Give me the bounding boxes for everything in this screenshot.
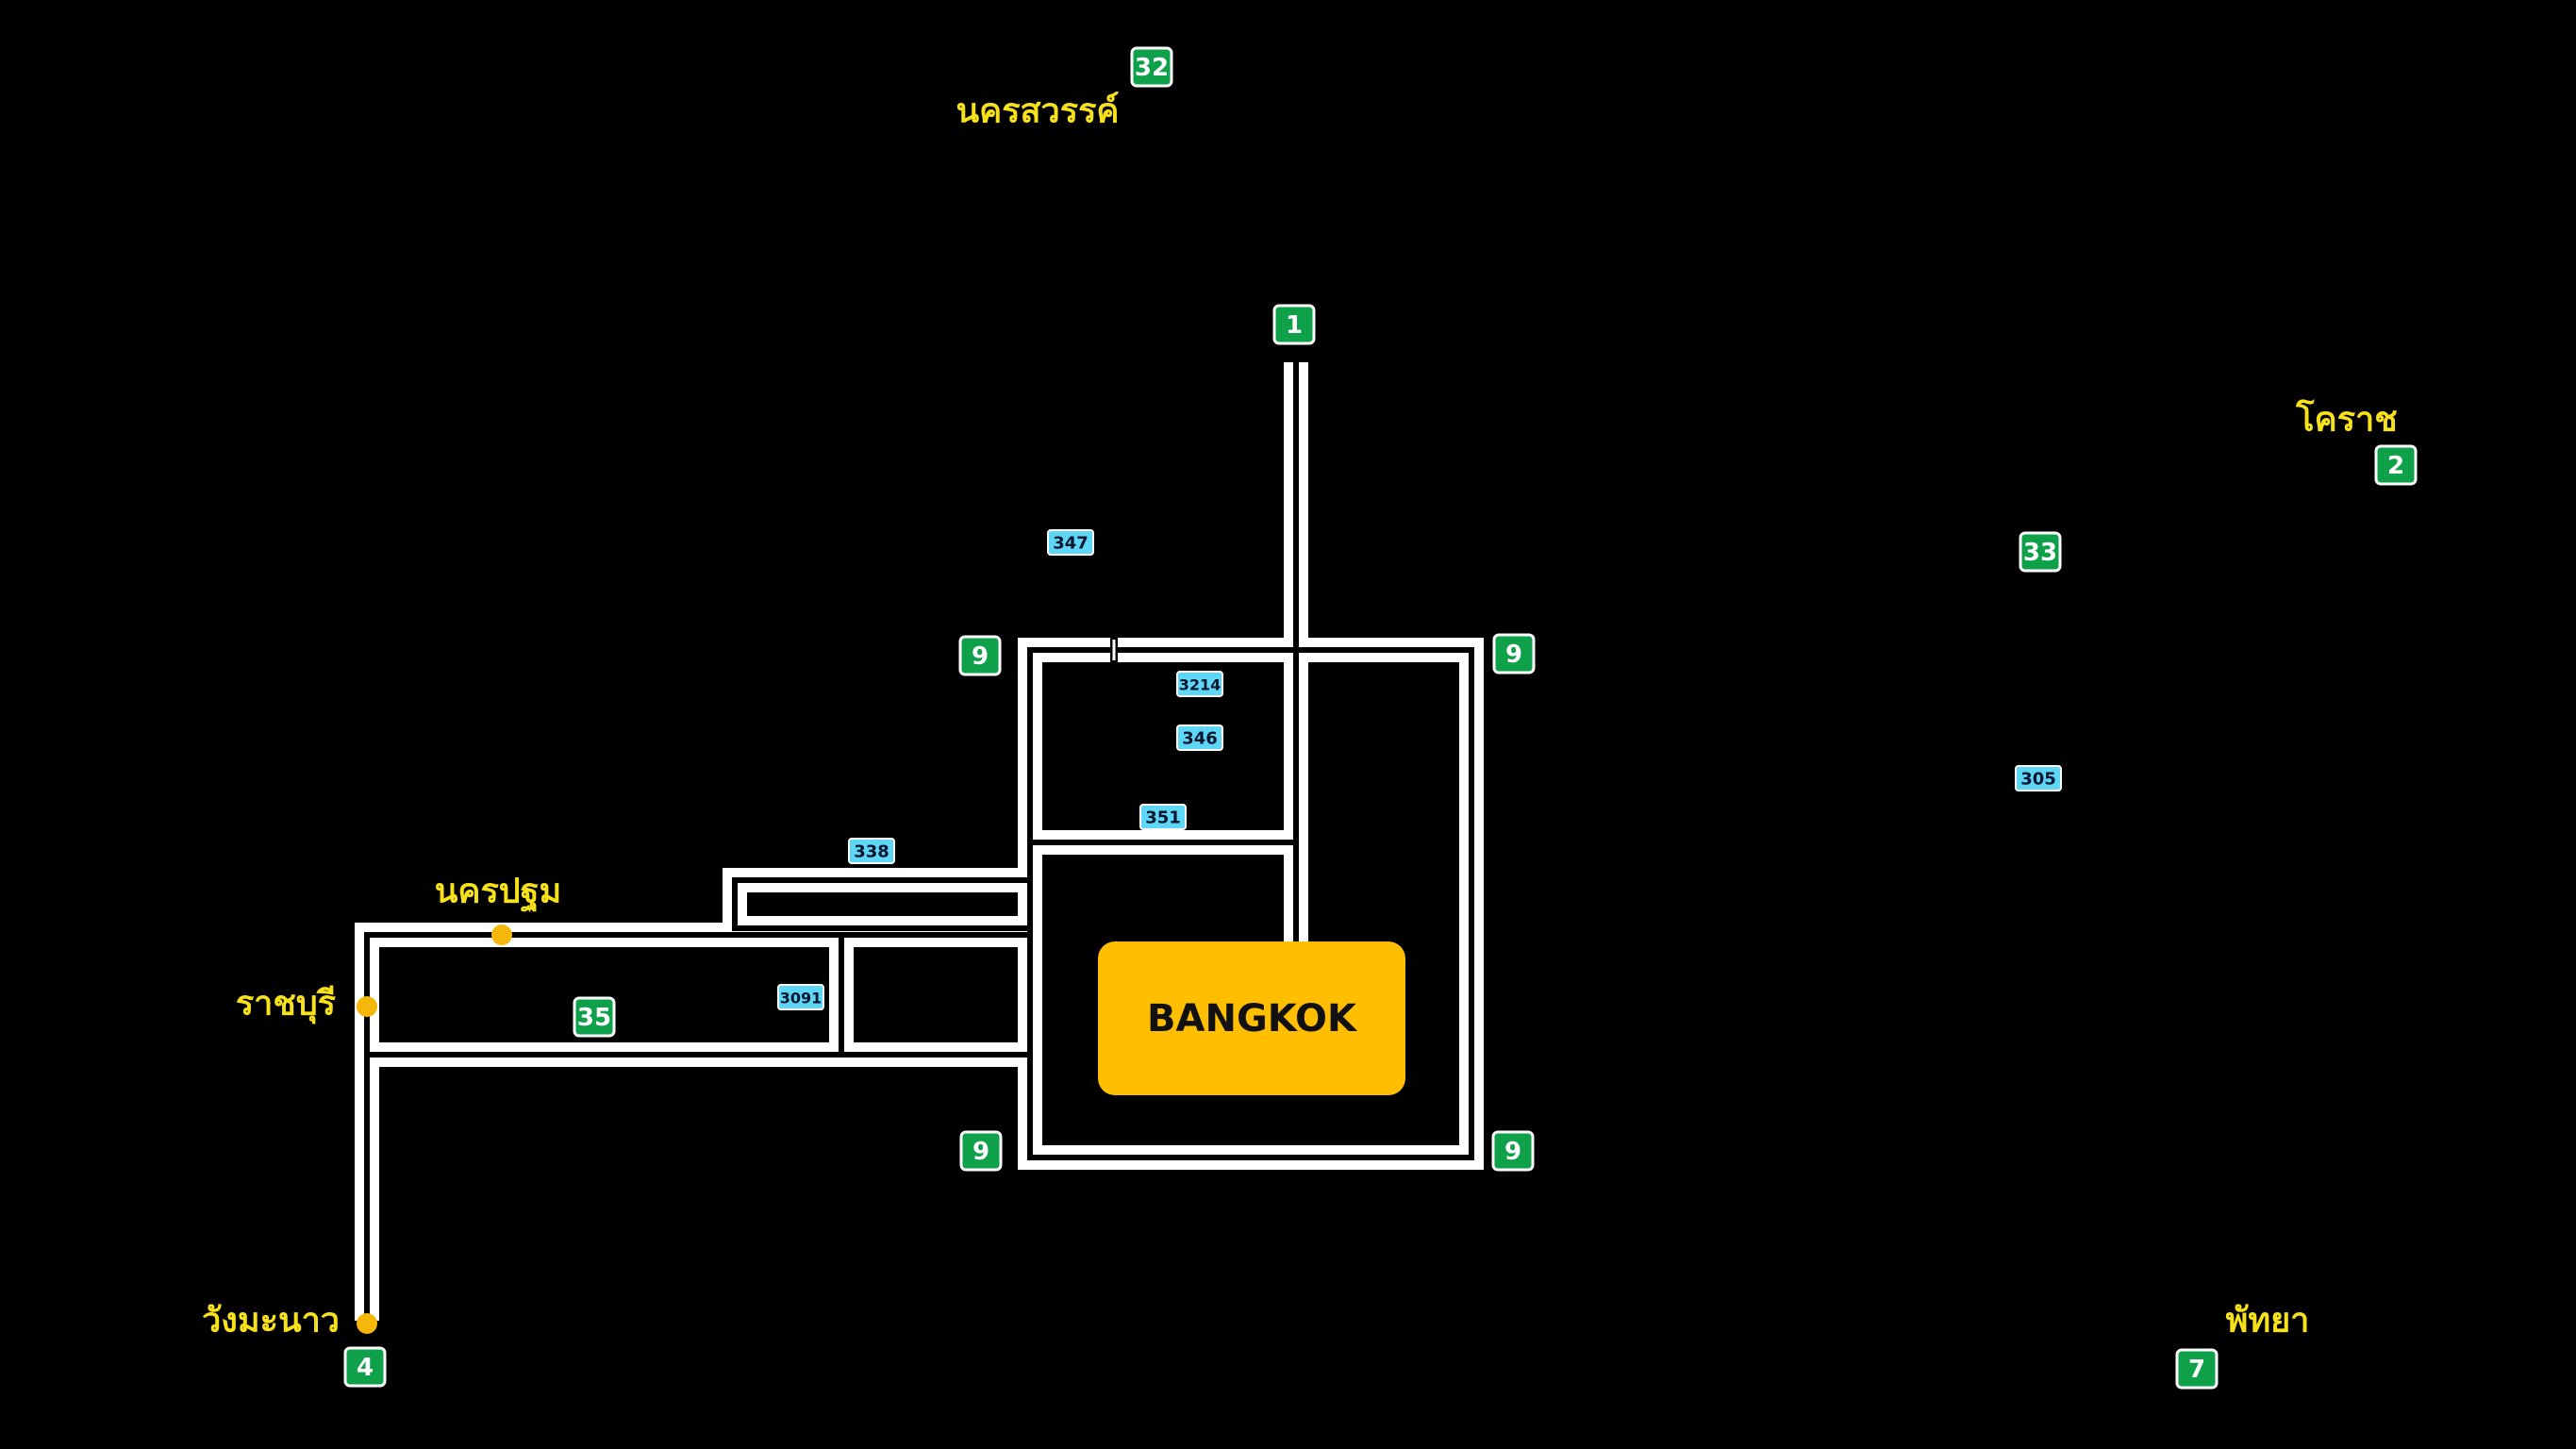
svg-text:35: 35: [577, 1004, 611, 1032]
svg-text:347: 347: [1053, 534, 1089, 554]
svg-text:9: 9: [1505, 641, 1522, 669]
svg-text:33: 33: [2023, 539, 2057, 567]
highway-shield-9-top-right: 9: [1492, 633, 1536, 675]
place-label-nakhon-sawan: นครสวรรค์: [956, 92, 1120, 131]
highway-shields: 32 1 2 33 9 9 9 9: [343, 46, 2418, 1390]
svg-text:3214: 3214: [1179, 676, 1222, 694]
svg-text:2: 2: [2387, 452, 2404, 480]
svg-text:4: 4: [357, 1354, 374, 1382]
place-label-ratchaburi: ราชบุรี: [236, 985, 337, 1025]
road-35-loop-gap: [364, 932, 1033, 1058]
road-338-loop-gap: [732, 877, 1033, 931]
svg-text:32: 32: [1135, 54, 1169, 82]
highway-shield-9-bottom-right: 9: [1491, 1130, 1535, 1172]
highway-shield-9-bottom-left: 9: [959, 1130, 1003, 1172]
place-label-pattaya: พัทยา: [2226, 1302, 2310, 1341]
bangkok-box: [1098, 941, 1405, 1095]
svg-text:351: 351: [1145, 808, 1181, 828]
route-shield-3214: 3214: [1176, 671, 1223, 697]
svg-text:338: 338: [854, 842, 889, 862]
route-shield-3091: 3091: [777, 984, 824, 1010]
place-label-korat: โคราช: [2295, 399, 2397, 440]
highway-shield-35: 35: [573, 996, 616, 1038]
svg-text:346: 346: [1182, 729, 1218, 749]
route-shield-305: 305: [2015, 765, 2062, 791]
highway-shield-1: 1: [1272, 304, 1316, 345]
svg-text:1: 1: [1286, 311, 1303, 340]
road-network: [355, 362, 1484, 1321]
svg-text:9: 9: [1504, 1138, 1521, 1166]
svg-text:9: 9: [972, 642, 989, 671]
road-338-loop: [723, 868, 1042, 941]
route-shield-351: 351: [1139, 804, 1187, 830]
road-35-loop: [355, 923, 1042, 1067]
highway-shield-9-top-left: 9: [958, 635, 1002, 676]
route-shield-347: 347: [1047, 529, 1094, 556]
highway-shield-32: 32: [1130, 46, 1173, 88]
route-shield-338: 338: [848, 838, 895, 864]
highway-shield-4: 4: [343, 1346, 387, 1388]
highway-shield-33: 33: [2019, 531, 2062, 573]
city-dots: [357, 924, 512, 1334]
place-label-nakhon-pathom: นครปฐม: [435, 873, 561, 913]
highway-shield-7: 7: [2175, 1348, 2219, 1390]
route-shield-346: 346: [1176, 724, 1223, 751]
svg-text:3091: 3091: [780, 990, 823, 1008]
svg-text:9: 9: [972, 1138, 989, 1166]
bangkok-label: BANGKOK: [1147, 997, 1358, 1041]
route-shields: 347 3214 346 351 338 3091 305: [777, 529, 2062, 1010]
svg-text:7: 7: [2188, 1356, 2205, 1384]
svg-text:305: 305: [2020, 770, 2056, 790]
place-labels: นครสวรรค์ โคราช นครปฐม ราชบุรี วังมะนาว …: [202, 92, 2398, 1341]
place-label-wang-manao: วังมะนาว: [202, 1302, 340, 1341]
highway-shield-2: 2: [2374, 444, 2418, 486]
bangkok-center: BANGKOK: [1098, 941, 1405, 1095]
ratchaburi-dot: [357, 996, 377, 1017]
nakhon-pathom-dot: [491, 924, 512, 945]
wang-manao-dot: [357, 1313, 377, 1334]
